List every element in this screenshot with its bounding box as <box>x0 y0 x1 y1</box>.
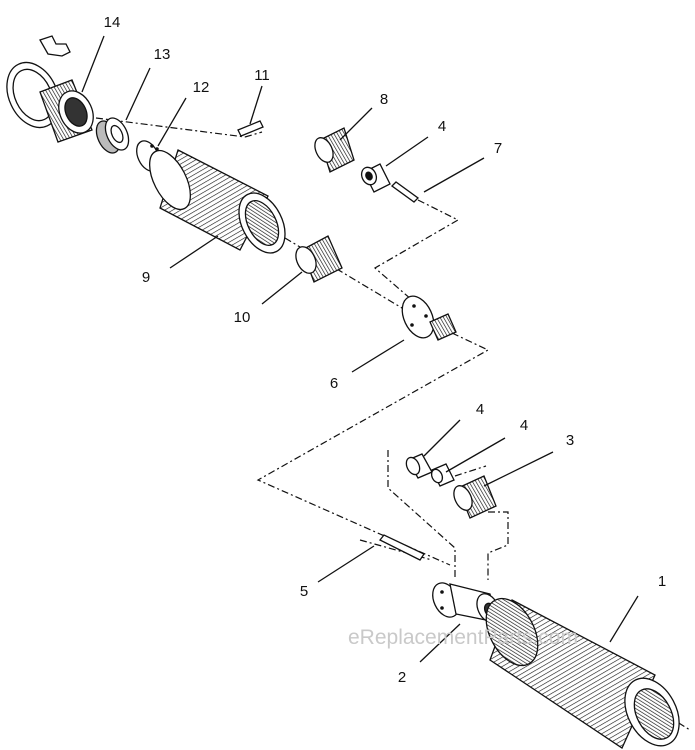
part-10-housing <box>148 149 286 254</box>
callout-7: 7 <box>494 140 502 157</box>
callout-3: 3 <box>566 432 574 449</box>
callout-12: 12 <box>193 79 210 96</box>
part-6-carrier <box>401 295 457 341</box>
watermark: eReplacementParts.com <box>348 626 578 649</box>
callout-1: 1 <box>658 573 666 590</box>
part-4-bushing-lower-left <box>405 453 433 479</box>
callout-11: 11 <box>254 67 270 84</box>
callout-4-lower-left: 4 <box>476 401 484 418</box>
part-13-bearing <box>95 117 130 154</box>
callout-6: 6 <box>330 375 338 392</box>
callout-5: 5 <box>300 583 308 600</box>
part-11-pin <box>237 120 264 137</box>
part-14-clamp-ring <box>6 35 94 143</box>
callouts: 14 13 12 11 8 4 7 9 10 6 4 4 3 5 2 1 <box>104 14 667 686</box>
callout-10: 9 <box>142 269 150 286</box>
part-4-bushing-upper <box>360 163 391 193</box>
leader-lines <box>81 35 639 663</box>
callout-4-lower-right: 4 <box>520 417 528 434</box>
part-7-pin <box>391 181 419 203</box>
callout-4-upper: 4 <box>438 118 446 135</box>
callout-8: 8 <box>380 91 388 108</box>
part-1-ring-gear-housing <box>485 597 680 749</box>
part-3-gear <box>453 475 497 519</box>
callout-14: 14 <box>104 14 121 31</box>
callout-13: 13 <box>154 46 171 63</box>
part-9-gear <box>295 235 343 283</box>
part-8-gear <box>314 127 355 173</box>
part-5-pin <box>378 534 425 561</box>
callout-2: 2 <box>398 669 406 686</box>
callout-9: 10 <box>234 309 251 326</box>
part-4-bushing-lower-right <box>430 463 455 487</box>
